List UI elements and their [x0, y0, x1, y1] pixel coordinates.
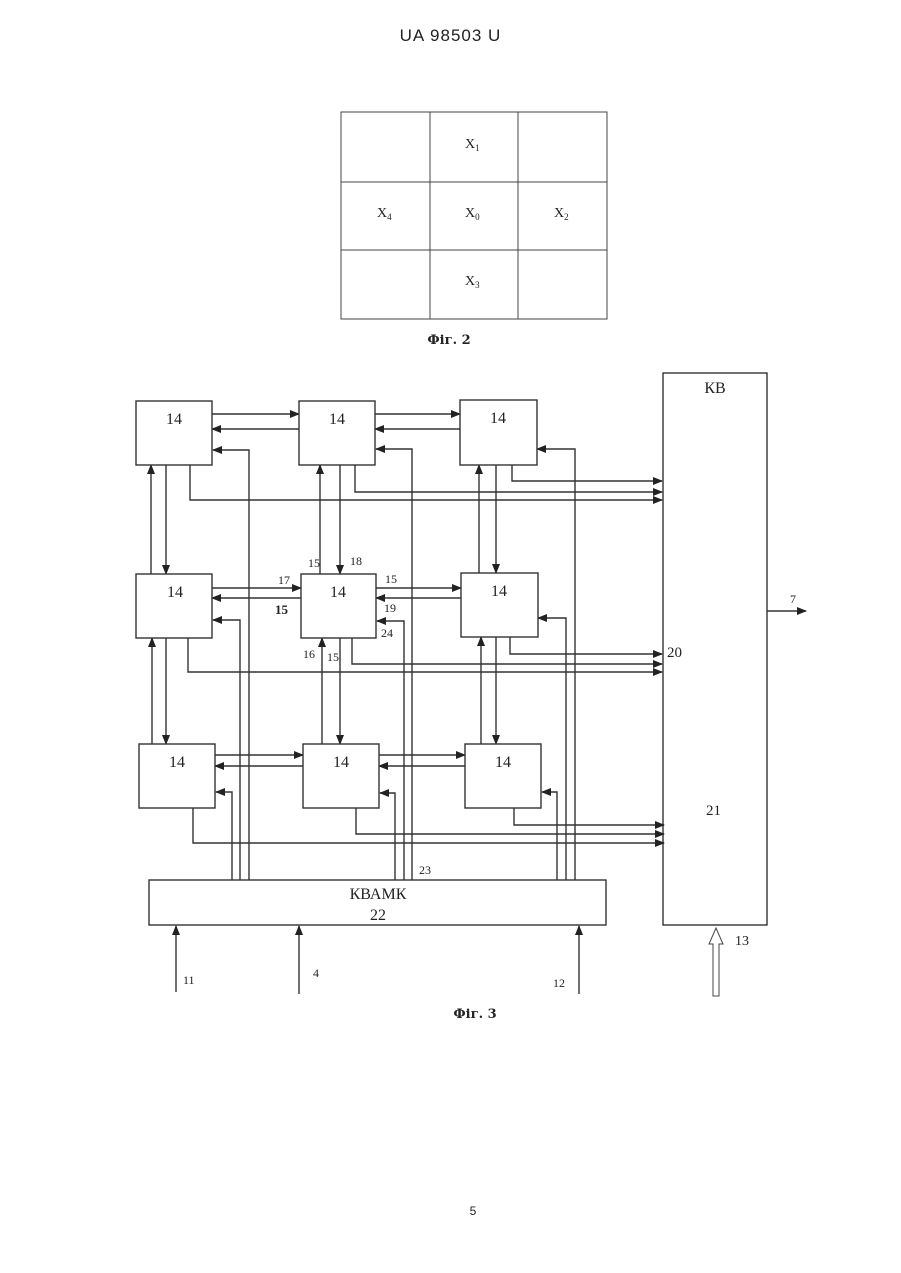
label-15: 15 — [327, 650, 339, 664]
input-bus-arrow-13 — [709, 928, 723, 996]
processor-block: 14 — [299, 401, 375, 465]
svg-text:14: 14 — [329, 411, 345, 428]
control-line — [216, 792, 232, 880]
svg-text:14: 14 — [491, 583, 507, 600]
output-line — [510, 637, 662, 654]
control-line — [213, 450, 249, 880]
label-23: 23 — [419, 863, 431, 877]
fig3-diagram: КВ КВАМК 22 — [136, 373, 806, 996]
label-12: 12 — [553, 976, 565, 990]
processor-block: 14 — [465, 744, 541, 808]
output-line — [190, 465, 662, 500]
svg-text:14: 14 — [169, 754, 185, 771]
fig2-cell-x2: X2 — [554, 206, 569, 222]
control-line — [213, 620, 240, 880]
processor-block: 14 — [139, 744, 215, 808]
output-line — [355, 465, 662, 492]
label-13: 13 — [735, 934, 749, 949]
label-20: 20 — [667, 645, 682, 661]
output-line — [512, 465, 662, 481]
svg-text:14: 14 — [167, 584, 183, 601]
output-line — [514, 808, 664, 825]
label-16: 16 — [303, 647, 315, 661]
control-line — [377, 621, 404, 880]
svg-text:14: 14 — [495, 754, 511, 771]
output-line — [188, 638, 662, 672]
kvamk-number: 22 — [370, 907, 386, 924]
output-line — [356, 808, 664, 834]
svg-text:14: 14 — [490, 410, 506, 427]
svg-text:14: 14 — [333, 754, 349, 771]
fig3-caption: Фіг. 3 — [453, 1007, 496, 1022]
svg-text:14: 14 — [166, 411, 182, 428]
label-17: 17 — [278, 573, 290, 587]
label-18: 18 — [350, 554, 362, 568]
fig2-cell-x4: X4 — [377, 206, 392, 222]
fig2-cell-x1: X1 — [465, 137, 480, 153]
fig2-grid: X1 X4 X0 X2 X3 — [341, 112, 607, 319]
fig2-caption: Фіг. 2 — [427, 333, 470, 348]
processor-block: 14 — [136, 574, 212, 638]
label-15: 15 — [308, 556, 320, 570]
kvamk-label: КВАМК — [350, 886, 407, 903]
processor-block: 14 — [136, 401, 212, 465]
control-line — [538, 618, 566, 880]
label-15: 15 — [385, 572, 397, 586]
label-4: 4 — [313, 966, 319, 980]
fig2-cell-x0: X0 — [465, 206, 480, 222]
label-19: 19 — [384, 601, 396, 615]
control-line — [542, 792, 557, 880]
label-7: 7 — [790, 592, 796, 606]
processor-block: 14 — [301, 574, 376, 638]
output-line — [352, 638, 662, 664]
page-number: 5 — [0, 1204, 901, 1218]
label-21: 21 — [706, 803, 721, 819]
fig2-cell-x3: X3 — [465, 274, 480, 290]
control-line — [380, 793, 395, 880]
label-11: 11 — [183, 973, 195, 987]
processor-block: 14 — [460, 400, 537, 465]
svg-text:14: 14 — [330, 584, 346, 601]
processor-block: 14 — [461, 573, 538, 637]
processor-block: 14 — [303, 744, 379, 808]
kv-label: КВ — [704, 380, 725, 397]
label-24: 24 — [381, 626, 393, 640]
label-15: 15 — [275, 602, 289, 617]
